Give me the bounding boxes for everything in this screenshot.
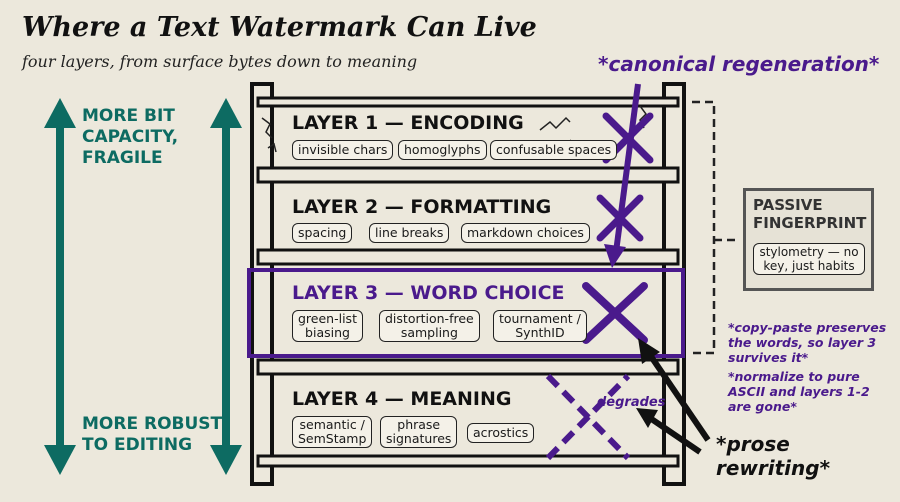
chip-phrase-signatures: phrase signatures bbox=[380, 416, 458, 448]
note-line: the words, so layer 3 bbox=[728, 335, 877, 350]
chip-line: semantic / bbox=[299, 417, 365, 432]
chip-line: SynthID bbox=[515, 325, 565, 340]
prose-rewriting-arrow bbox=[636, 338, 711, 455]
chip-invisible-chars: invisible chars bbox=[292, 140, 394, 160]
chip-acrostics: acrostics bbox=[467, 423, 535, 443]
chip-line: tournament / bbox=[499, 311, 581, 326]
layer-3-x-mark bbox=[582, 282, 648, 344]
robustness-arrow-left bbox=[44, 98, 76, 475]
chip-line: biasing bbox=[305, 325, 350, 340]
passive-fingerprint-title: PASSIVE FINGERPRINT bbox=[753, 196, 867, 232]
note-line: ASCII and layers 1-2 bbox=[728, 384, 870, 399]
chip-line: SemStamp bbox=[298, 431, 367, 446]
passive-title-line-2: FINGERPRINT bbox=[753, 214, 867, 232]
layer-3-title: LAYER 3 — WORD CHOICE bbox=[292, 282, 565, 304]
canonical-regeneration-label: *canonical regeneration* bbox=[598, 52, 880, 76]
copy-paste-note: *copy-paste preserves the words, so laye… bbox=[728, 320, 886, 365]
prose-rewriting-label: *prose rewriting* bbox=[716, 432, 830, 480]
robustness-arrow-right bbox=[210, 98, 242, 475]
layer-3-highlight bbox=[247, 268, 685, 358]
note-line: survives it* bbox=[728, 350, 809, 365]
normalize-note: *normalize to pure ASCII and layers 1-2 … bbox=[728, 369, 870, 414]
page-subtitle: four layers, from surface bytes down to … bbox=[22, 52, 418, 71]
axis-top-line-2: CAPACITY, bbox=[82, 127, 179, 147]
axis-top-line-1: MORE BIT bbox=[82, 106, 175, 126]
chip-tournament-synthid: tournament / SynthID bbox=[493, 310, 587, 342]
prose-line-2: rewriting* bbox=[716, 456, 831, 480]
chip-line: phrase bbox=[397, 417, 441, 432]
chip-semantic-semstamp: semantic / SemStamp bbox=[292, 416, 373, 448]
chip-line: sampling bbox=[400, 325, 458, 340]
chip-distortion-free-sampling: distortion-free sampling bbox=[379, 310, 480, 342]
page-title: Where a Text Watermark Can Live bbox=[22, 12, 537, 43]
axis-bottom-line-2: TO EDITING bbox=[82, 435, 193, 455]
axis-top-label: MORE BIT CAPACITY, FRAGILE bbox=[82, 106, 178, 169]
chip-green-list-biasing: green-list biasing bbox=[292, 310, 363, 342]
chip-line-breaks: line breaks bbox=[369, 223, 450, 243]
degrades-label: degrades bbox=[597, 395, 666, 410]
chip-markdown-choices: markdown choices bbox=[461, 223, 590, 243]
passive-bracket bbox=[692, 100, 740, 355]
chip-confusable-spaces: confusable spaces bbox=[490, 140, 618, 160]
chip-spacing: spacing bbox=[292, 223, 353, 243]
chip-line: signatures bbox=[386, 431, 452, 446]
axis-bottom-label: MORE ROBUST TO EDITING bbox=[82, 414, 222, 456]
note-line: *normalize to pure bbox=[728, 369, 860, 384]
chip-line: distortion-free bbox=[385, 311, 474, 326]
layer-4-title: LAYER 4 — MEANING bbox=[292, 388, 512, 410]
chip-line: key, just habits bbox=[763, 259, 855, 273]
note-line: *copy-paste preserves bbox=[728, 320, 887, 335]
prose-line-1: *prose bbox=[716, 432, 790, 456]
canonical-regeneration-arrow bbox=[604, 83, 641, 268]
layer-4-x-mark-dashed bbox=[545, 373, 631, 461]
axis-bottom-line-1: MORE ROBUST bbox=[82, 414, 223, 434]
layer-1-title: LAYER 1 — ENCODING bbox=[292, 112, 524, 134]
axis-top-line-3: FRAGILE bbox=[82, 148, 163, 168]
passive-title-line-1: PASSIVE bbox=[753, 196, 823, 214]
chip-stylometry: stylometry — no key, just habits bbox=[753, 243, 865, 275]
layer-2-title: LAYER 2 — FORMATTING bbox=[292, 196, 552, 218]
chip-line: green-list bbox=[298, 311, 357, 326]
chip-homoglyphs: homoglyphs bbox=[398, 140, 487, 160]
note-line: are gone* bbox=[728, 399, 797, 414]
chip-line: stylometry — no bbox=[759, 245, 859, 259]
